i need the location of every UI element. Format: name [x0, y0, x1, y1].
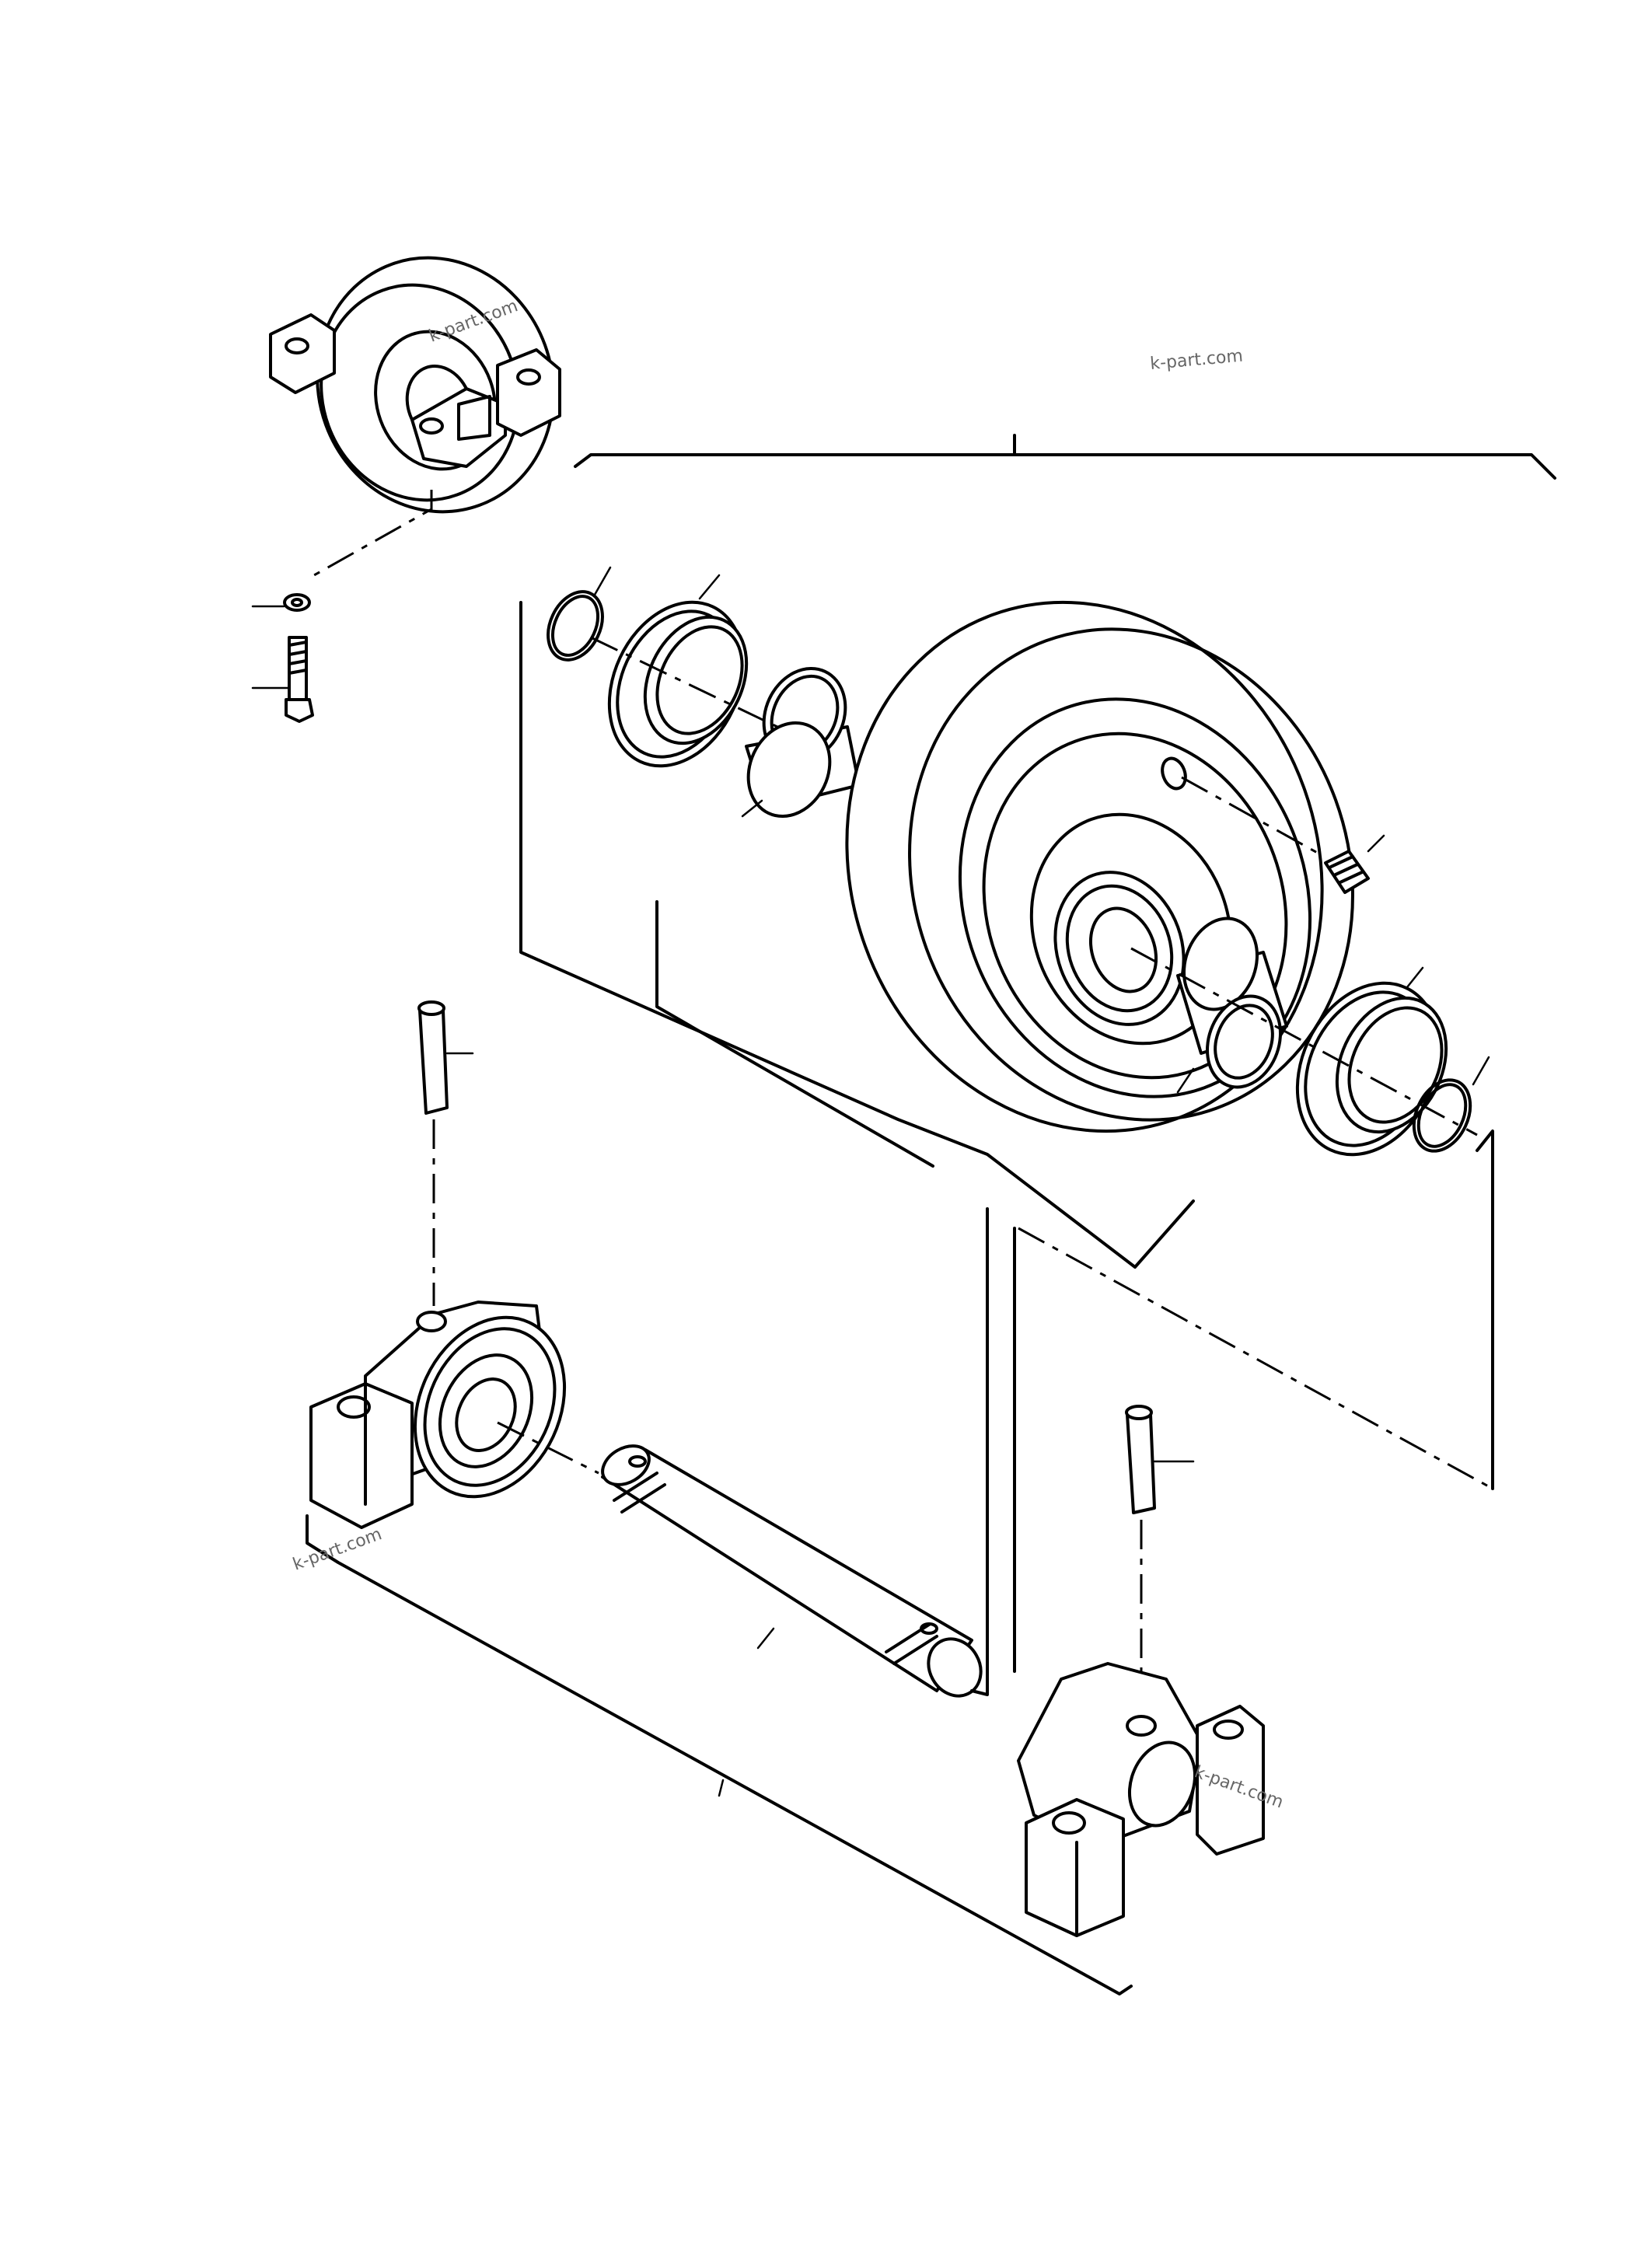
bushing-left [741, 666, 861, 819]
center-line [590, 636, 778, 728]
leader-line [306, 490, 433, 581]
plug [1181, 776, 1385, 894]
floating-seal-right [1295, 966, 1448, 1157]
floating-seal-left [607, 574, 749, 768]
shaft [601, 1444, 983, 1698]
support-left [309, 1301, 567, 1529]
exploded-group-frame [519, 601, 1195, 1269]
spring-pin-right [1125, 1405, 1195, 1706]
watermark: k-part.com [291, 1524, 385, 1574]
spring-pin-left [417, 1000, 474, 1306]
o-ring-left [547, 566, 612, 662]
bottom-bracket [306, 1514, 1133, 1995]
assembly-bracket [574, 453, 1556, 480]
assembled-roller [269, 256, 561, 514]
support-right [1017, 1662, 1265, 1937]
washer-bolt [251, 593, 314, 723]
watermark: k-part.com [1149, 347, 1244, 374]
